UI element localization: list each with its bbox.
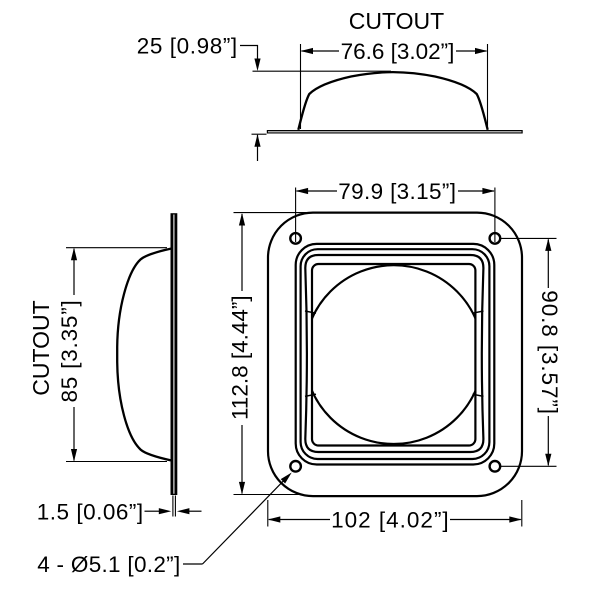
svg-text:85 [3.35”]: 85 [3.35”]: [57, 299, 82, 402]
svg-text:102 [4.02”]: 102 [4.02”]: [331, 508, 450, 533]
svg-text:CUTOUT: CUTOUT: [28, 300, 54, 395]
svg-text:112.8 [4.44”]: 112.8 [4.44”]: [227, 295, 252, 420]
svg-text:25 [0.98”]: 25 [0.98”]: [137, 34, 238, 59]
svg-text:90.8 [3.57”]: 90.8 [3.57”]: [537, 290, 562, 415]
svg-text:79.9 [3.15”]: 79.9 [3.15”]: [338, 179, 456, 204]
svg-text:4 - Ø5.1 [0.2”]: 4 - Ø5.1 [0.2”]: [37, 552, 180, 577]
svg-text:CUTOUT: CUTOUT: [349, 8, 444, 34]
svg-text:76.6 [3.02”]: 76.6 [3.02”]: [341, 39, 455, 64]
svg-text:1.5 [0.06”]: 1.5 [0.06”]: [37, 499, 144, 524]
